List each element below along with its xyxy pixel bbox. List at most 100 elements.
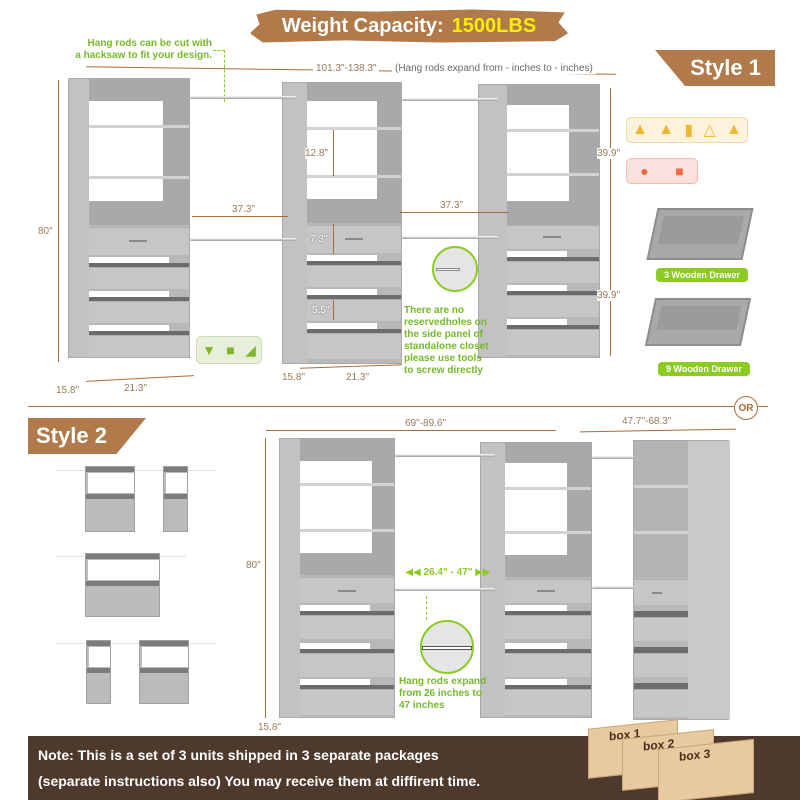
unit2-width-line (300, 364, 402, 369)
rod-note-line: from 26 inches to (399, 688, 482, 699)
underwear-icon: ▼ (202, 342, 216, 358)
drawer-label-9: 9 Wooden Drawer (658, 362, 750, 376)
rod-gap-right-dim: 37.3" (440, 200, 464, 211)
rod-range-dim: 26.4" - 47" (423, 567, 473, 578)
layout-option-2plus1-right (163, 466, 188, 532)
side-panel-note-line: the side panel of (404, 329, 483, 340)
rod-gap-left-line (192, 216, 288, 217)
style2-depth-dim: 15.8" (258, 722, 282, 733)
unit2-depth-dim: 15.8" (282, 372, 306, 383)
arrow-left-icon: ◀◀ (405, 567, 421, 578)
hacksaw-note: Hang rods can be cut with a hacksaw to f… (72, 38, 212, 62)
weight-capacity-value: 1500LBS (451, 14, 537, 37)
layout-option-2plus1-left (85, 466, 135, 532)
jacket-icon: ▲ (658, 121, 675, 138)
dress-icon: △ (703, 122, 716, 139)
hang-rod-bottom-left (190, 238, 296, 241)
style2-rod-top-left (395, 454, 495, 457)
height-line (58, 80, 59, 362)
drawer-open-illustration (644, 298, 752, 346)
side-panel-note-line: reservedholes on (404, 317, 487, 328)
hang-rod-top-left (190, 96, 296, 99)
style2-rod-bottom-right (592, 586, 634, 589)
style2-height-dim: 80" (246, 560, 261, 571)
side-panel-note-line: please use tools (404, 353, 482, 364)
shirt-icon: ▲ (632, 121, 648, 138)
height-dim: 80" (38, 226, 53, 237)
style2-tag: Style 2 (28, 418, 146, 454)
accessories-icon-group: ● ■ (626, 158, 698, 184)
rod-expand-zoom (420, 620, 474, 674)
package-box-3: box 3 (658, 738, 754, 800)
arrow-right-icon: ▶▶ (475, 567, 491, 578)
unit1-depth-dim: 15.8" (56, 385, 80, 396)
drawer-height-line (333, 224, 334, 254)
shipping-note-line-1: Note: This is a set of 3 units shipped i… (38, 747, 439, 763)
lower-height-dim: 39.9" (597, 290, 621, 301)
hacksaw-note-line: a hacksaw to fit your design. (75, 50, 212, 61)
mini-rod-line (56, 643, 216, 644)
side-panel-note-line: standalone closet (404, 341, 489, 352)
hang-rod-bottom-right (402, 236, 498, 239)
hacksaw-note-line: Hang rods can be cut with (87, 38, 212, 49)
style1-tag: Style 1 (655, 50, 775, 86)
drawer-height-dim: 7.3" (310, 234, 328, 245)
small-items-icon-group: ▼ ■ ◢ (196, 336, 262, 364)
layout-option-1plus2-right (139, 640, 189, 704)
slot-height-line (333, 300, 334, 320)
rod-expand-note: Hang rods expand from 26 inches to 47 in… (399, 676, 509, 712)
clothes-icon-group: ▲ ▲ ▮ △ ▲ (626, 117, 748, 143)
style2-unit-3 (633, 440, 730, 720)
baby-onesie-icon: ■ (226, 342, 235, 358)
width-b-dim: 47.7"-68.3" (622, 416, 672, 427)
hacksaw-pointer (213, 50, 225, 102)
pants-icon: ▮ (684, 122, 694, 139)
upper-height-dim: 39.9" (597, 148, 621, 159)
style2-unit-2 (480, 442, 592, 718)
mini-rod-line (56, 470, 216, 471)
style2-unit-1 (279, 438, 395, 718)
side-panel-note-line: to screw directly (404, 365, 483, 376)
layout-option-1plus2-left (86, 640, 111, 704)
style2-rod-bottom-left (395, 588, 495, 591)
rod-range-indicator: ◀◀ 26.4" - 47" ▶▶ (396, 567, 500, 578)
total-width-dim: 101.3"-138.3" (313, 63, 380, 74)
width-a-dim: 69"-89.6" (405, 418, 447, 429)
closet-unit-2 (282, 82, 402, 364)
rod-zoom-pointer (426, 596, 427, 620)
drawer-label-3: 3 Wooden Drawer (656, 268, 748, 282)
split-height-line (610, 88, 611, 356)
rod-gap-right-line (400, 212, 508, 213)
closet-unit-1 (68, 78, 190, 358)
slot-height-dim: 5.5" (312, 305, 330, 316)
closet-unit-3 (478, 84, 600, 358)
shelf-spacing-dim: 12.8" (305, 148, 329, 159)
style2-rod-top-right (592, 456, 634, 459)
section-divider-end (758, 406, 768, 407)
skirt-icon: ▲ (726, 121, 742, 138)
or-badge: OR (734, 396, 758, 420)
width-note: (Hang rods expand from - inches to - inc… (392, 63, 596, 74)
unit1-width-line (86, 375, 194, 382)
drawer-with-handle-illustration (646, 208, 754, 260)
weight-capacity-label: Weight Capacity: (281, 14, 444, 37)
shipping-note-line-2: (separate instructions also) You may rec… (38, 773, 481, 789)
unit1-width-dim: 21.3" (124, 383, 148, 394)
handbag-icon: ■ (675, 163, 684, 179)
rod-bracket-zoom (432, 246, 478, 292)
section-divider (28, 406, 734, 407)
shelf-spacing-line (333, 130, 334, 176)
hat-icon: ● (640, 163, 649, 179)
layout-option-3-in-row (85, 553, 160, 617)
side-panel-note: There are no reservedholes on the side p… (404, 305, 494, 377)
width-a-line (266, 430, 556, 431)
width-b-line (580, 428, 736, 433)
side-panel-note-line: There are no (404, 305, 465, 316)
weight-capacity-banner: Weight Capacity: 1500LBS (250, 9, 568, 43)
rod-note-line: Hang rods expand (399, 676, 487, 687)
unit2-width-dim: 21.3" (346, 372, 370, 383)
style2-height-line (265, 438, 266, 718)
sock-icon: ◢ (245, 341, 256, 358)
hang-rod-top-right (402, 98, 498, 101)
rod-gap-left-dim: 37.3" (232, 204, 256, 215)
